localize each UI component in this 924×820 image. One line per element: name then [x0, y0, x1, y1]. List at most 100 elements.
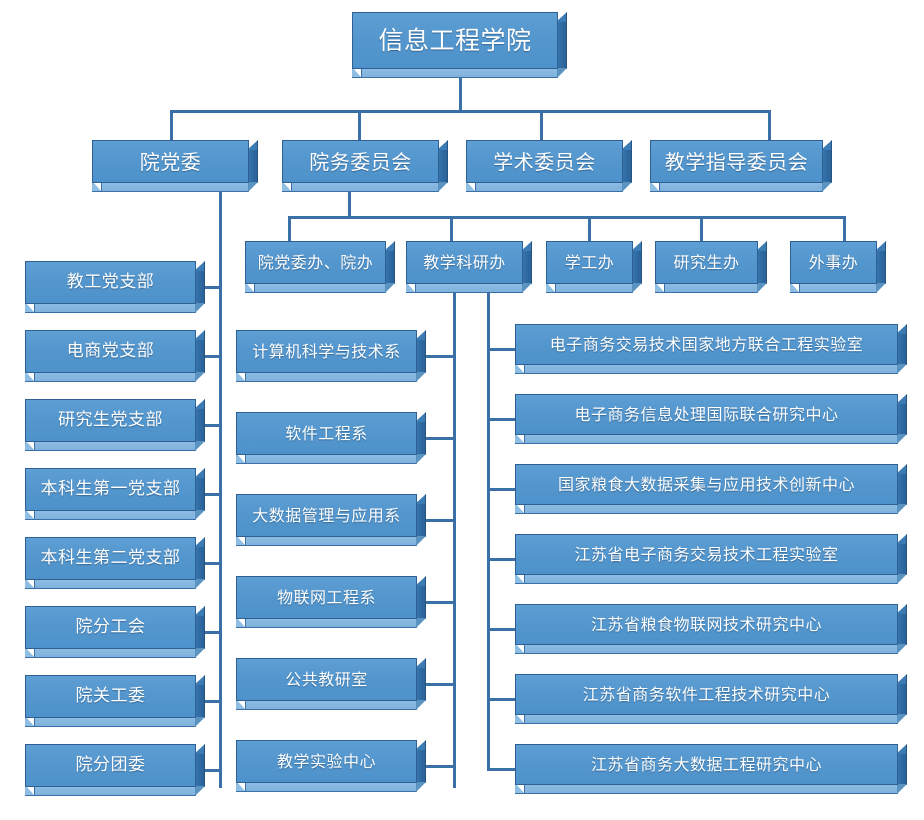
node-office-teaching-research[interactable]: 教学科研办: [406, 241, 532, 293]
box-corner-br: [522, 283, 532, 293]
connector-root-down: [459, 77, 462, 110]
node-label: 院关工委: [25, 675, 196, 718]
box-corner-tr: [821, 140, 832, 150]
node-affairs-committee[interactable]: 院务委员会: [282, 140, 448, 192]
node-party-branch-1[interactable]: 教工党支部: [25, 261, 205, 313]
node-office-student-affairs[interactable]: 学工办: [546, 241, 642, 293]
box-corner-br: [897, 434, 907, 444]
connector-lab-4: [487, 558, 517, 561]
node-office-graduate[interactable]: 研究生办: [655, 241, 767, 293]
box-corner-bl: [25, 716, 35, 727]
node-root[interactable]: 信息工程学院: [352, 12, 567, 78]
connector-branch-6: [198, 631, 222, 634]
box-corner-bl: [406, 282, 416, 293]
node-office-party-admin[interactable]: 院党委办、院办: [245, 241, 395, 293]
box-corner-tr: [896, 464, 907, 474]
node-lab-5[interactable]: 江苏省粮食物联网技术研究中心: [515, 604, 907, 654]
connector-lab-5: [487, 628, 517, 631]
connector-drop-office-5: [843, 216, 846, 241]
node-care-committee[interactable]: 院关工委: [25, 675, 205, 727]
connector-dept-2: [425, 437, 456, 440]
box-corner-tr: [621, 140, 632, 150]
node-label: 计算机科学与技术系: [236, 330, 417, 373]
node-label: 信息工程学院: [352, 12, 558, 69]
box-corner-bl: [236, 453, 246, 464]
connector-drop-office-1: [288, 216, 291, 241]
node-label: 软件工程系: [236, 412, 417, 455]
node-label: 教学科研办: [406, 241, 523, 284]
node-department-3[interactable]: 大数据管理与应用系: [236, 494, 426, 546]
box-corner-bl: [515, 713, 525, 724]
box-corner-tr: [896, 324, 907, 334]
node-lab-2[interactable]: 电子商务信息处理国际联合研究中心: [515, 394, 907, 444]
box-corner-br: [416, 782, 426, 792]
box-corner-tr: [194, 261, 205, 271]
node-label: 院党委办、院办: [245, 241, 386, 284]
node-label: 研究生办: [655, 241, 758, 284]
connector-lab-6: [487, 698, 517, 701]
box-corner-br: [897, 574, 907, 584]
box-corner-tr: [384, 241, 395, 251]
node-lab-1[interactable]: 电子商务交易技术国家地方联合工程实验室: [515, 324, 907, 374]
node-party-branch-2[interactable]: 电商党支部: [25, 330, 205, 382]
node-label: 电子商务信息处理国际联合研究中心: [515, 394, 898, 435]
box-corner-br: [416, 618, 426, 628]
box-corner-tr: [756, 241, 767, 251]
node-office-foreign-affairs[interactable]: 外事办: [790, 241, 886, 293]
box-corner-br: [248, 182, 258, 192]
box-corner-tr: [415, 494, 426, 504]
node-department-1[interactable]: 计算机科学与技术系: [236, 330, 426, 382]
box-corner-br: [897, 644, 907, 654]
connector-drop-office-2: [450, 216, 453, 241]
node-lab-4[interactable]: 江苏省电子商务交易技术工程实验室: [515, 534, 907, 584]
node-youth-league[interactable]: 院分团委: [25, 744, 205, 796]
box-corner-tr: [194, 330, 205, 340]
node-party-branch-5[interactable]: 本科生第二党支部: [25, 537, 205, 589]
box-corner-br: [195, 786, 205, 796]
node-party-branch-3[interactable]: 研究生党支部: [25, 399, 205, 451]
connector-drop-teaching-committee: [768, 110, 771, 140]
node-label: 研究生党支部: [25, 399, 196, 442]
box-corner-bl: [25, 785, 35, 796]
box-corner-bl: [515, 433, 525, 444]
connector-branch-4: [198, 493, 222, 496]
node-lab-7[interactable]: 江苏省商务大数据工程研究中心: [515, 744, 907, 794]
box-corner-bl: [25, 440, 35, 451]
node-label: 教工党支部: [25, 261, 196, 304]
box-corner-bl: [25, 371, 35, 382]
box-corner-tr: [896, 744, 907, 754]
connector-dept-1: [425, 355, 456, 358]
box-corner-bl: [236, 781, 246, 792]
box-corner-bl: [236, 535, 246, 546]
connector-party-spine: [219, 190, 222, 788]
node-labor-union[interactable]: 院分工会: [25, 606, 205, 658]
node-academic-committee[interactable]: 学术委员会: [466, 140, 632, 192]
node-label: 院党委: [92, 140, 249, 183]
connector-dept-4: [425, 601, 456, 604]
node-lab-3[interactable]: 国家粮食大数据采集与应用技术创新中心: [515, 464, 907, 514]
node-department-5[interactable]: 公共教研室: [236, 658, 426, 710]
box-corner-tr: [896, 394, 907, 404]
box-corner-tr: [415, 412, 426, 422]
box-corner-br: [757, 283, 767, 293]
node-label: 院分工会: [25, 606, 196, 649]
node-label: 江苏省电子商务交易技术工程实验室: [515, 534, 898, 575]
connector-branch-8: [198, 769, 222, 772]
node-teaching-guidance-committee[interactable]: 教学指导委员会: [650, 140, 832, 192]
node-party-branch-4[interactable]: 本科生第一党支部: [25, 468, 205, 520]
node-department-2[interactable]: 软件工程系: [236, 412, 426, 464]
node-department-4[interactable]: 物联网工程系: [236, 576, 426, 628]
connector-branch-1: [198, 286, 222, 289]
box-corner-tr: [556, 12, 567, 22]
box-corner-bl: [245, 282, 255, 293]
node-lab-6[interactable]: 江苏省商务软件工程技术研究中心: [515, 674, 907, 724]
box-corner-bl: [282, 181, 292, 192]
box-corner-bl: [515, 363, 525, 374]
node-label: 本科生第一党支部: [25, 468, 196, 511]
node-label: 院分团委: [25, 744, 196, 787]
node-department-6[interactable]: 教学实验中心: [236, 740, 426, 792]
connector-drop-affairs-committee: [358, 110, 361, 140]
box-corner-br: [897, 504, 907, 514]
node-party-committee[interactable]: 院党委: [92, 140, 258, 192]
